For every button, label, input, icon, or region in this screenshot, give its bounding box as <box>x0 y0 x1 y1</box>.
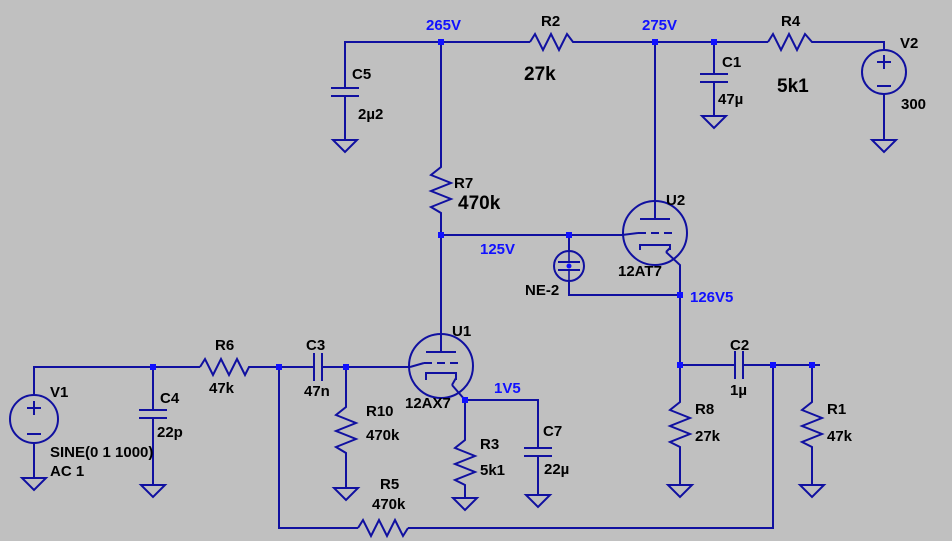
u2-ref: U2 <box>666 192 685 209</box>
r10-ref: R10 <box>366 403 394 420</box>
r1-resistor[interactable] <box>799 395 825 450</box>
c2-capacitor[interactable] <box>734 351 744 379</box>
r4-ref: R4 <box>781 13 801 30</box>
r6-value: 47k <box>209 380 235 397</box>
r3-ref: R3 <box>480 436 499 453</box>
r5-resistor[interactable] <box>357 517 409 539</box>
r4-value: 5k1 <box>777 76 809 97</box>
u1-tube[interactable] <box>408 333 474 399</box>
ground-symbols <box>19 115 899 512</box>
r7-ref: R7 <box>454 175 473 192</box>
c4-value: 22p <box>157 424 183 441</box>
c2-ref: C2 <box>730 337 749 354</box>
r10-resistor[interactable] <box>333 400 359 460</box>
r2-resistor[interactable] <box>529 31 578 53</box>
r3-value: 5k1 <box>480 462 505 479</box>
v1-ref: V1 <box>50 384 68 401</box>
r1-value: 47k <box>827 428 853 445</box>
r6-resistor[interactable] <box>199 356 252 378</box>
r8-ref: R8 <box>695 401 714 418</box>
v1-value2: AC 1 <box>50 463 84 480</box>
v1-source[interactable] <box>9 394 59 444</box>
c7-ref: C7 <box>543 423 562 440</box>
junctions <box>150 39 815 403</box>
r5-value: 470k <box>372 496 406 513</box>
r10-value: 470k <box>366 427 400 444</box>
c1-ref: C1 <box>722 54 741 71</box>
c3-capacitor[interactable] <box>313 353 323 381</box>
c5-ref: C5 <box>352 66 371 83</box>
v1-value: SINE(0 1 1000) <box>50 444 153 461</box>
v2-value: 300 <box>901 96 926 113</box>
node-label-1v5: 1V5 <box>494 380 521 397</box>
c5-value: 2µ2 <box>358 106 383 123</box>
u1-ref: U1 <box>452 323 471 340</box>
r5-ref: R5 <box>380 476 399 493</box>
r8-resistor[interactable] <box>667 395 693 450</box>
c3-value: 47n <box>304 383 330 400</box>
r3-resistor[interactable] <box>452 433 478 488</box>
r7-resistor[interactable] <box>428 160 454 218</box>
c4-ref: C4 <box>160 390 180 407</box>
ne2-neon-lamp[interactable] <box>553 250 585 282</box>
v2-source[interactable] <box>861 49 907 95</box>
c7-capacitor[interactable] <box>524 447 552 457</box>
u2-value: 12AT7 <box>618 263 662 280</box>
r2-ref: R2 <box>541 13 560 30</box>
c3-ref: C3 <box>306 337 325 354</box>
node-label-275v: 275V <box>642 17 677 34</box>
u2-tube[interactable] <box>621 200 688 266</box>
r1-ref: R1 <box>827 401 846 418</box>
r6-ref: R6 <box>215 337 234 354</box>
wires <box>33 41 885 529</box>
v2-ref: V2 <box>900 35 918 52</box>
ne2-value: NE-2 <box>525 282 559 299</box>
c7-value: 22µ <box>544 461 569 478</box>
r7-value: 470k <box>458 193 501 214</box>
node-label-126v5: 126V5 <box>690 289 733 306</box>
c4-capacitor[interactable] <box>139 409 167 419</box>
u1-value: 12AX7 <box>405 395 451 412</box>
node-label-265v: 265V <box>426 17 461 34</box>
c1-value: 47µ <box>718 91 743 108</box>
c2-value: 1µ <box>730 382 747 399</box>
node-label-125v: 125V <box>480 241 515 258</box>
c1-capacitor[interactable] <box>700 73 728 83</box>
c5-capacitor[interactable] <box>331 87 359 97</box>
r4-resistor[interactable] <box>767 31 818 53</box>
r2-value: 27k <box>524 64 556 85</box>
r8-value: 27k <box>695 428 721 445</box>
